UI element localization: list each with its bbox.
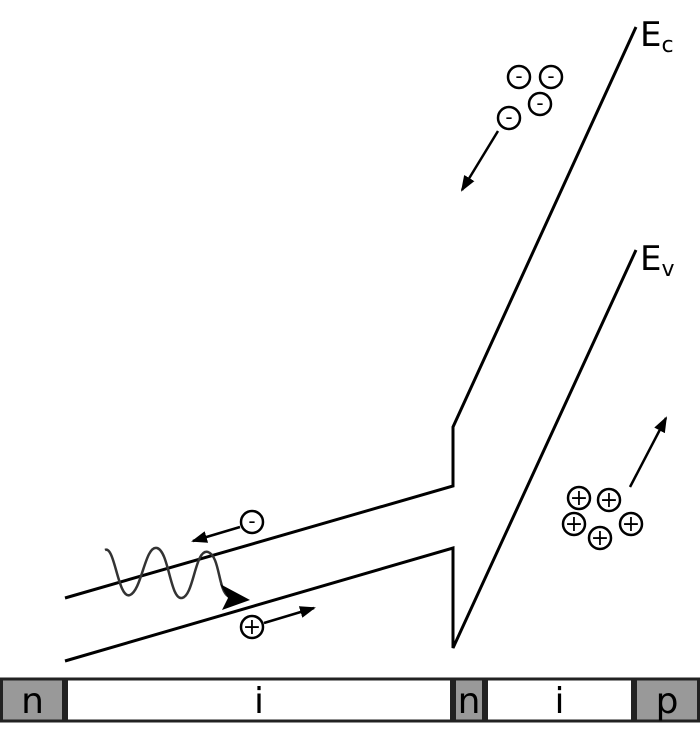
- svg-text:+: +: [570, 486, 588, 511]
- layer-n: n: [453, 677, 485, 723]
- hole: +: [566, 485, 592, 511]
- svg-text:-: -: [536, 91, 543, 115]
- conduction-band-edge: [64, 26, 638, 600]
- electron: -: [506, 64, 532, 90]
- hole-arrow: [263, 606, 316, 625]
- layer-i: i: [65, 677, 453, 723]
- svg-text:+: +: [622, 512, 640, 537]
- hole: +: [587, 525, 613, 551]
- layer-i: i: [485, 677, 634, 723]
- svg-text:+: +: [565, 512, 583, 537]
- electron: -: [496, 105, 522, 131]
- svg-text:-: -: [515, 64, 522, 88]
- photon-wave: [104, 546, 229, 600]
- hole: +: [561, 511, 587, 537]
- electron: -: [538, 64, 564, 90]
- hole: +: [618, 511, 644, 537]
- valence-band-edge: [64, 249, 638, 663]
- layer-n: n: [0, 677, 65, 723]
- hole: +: [596, 487, 622, 513]
- layer-p: p: [634, 677, 700, 723]
- svg-text:+: +: [600, 488, 618, 513]
- svg-text:+: +: [243, 615, 261, 640]
- svg-text:i: i: [254, 681, 264, 722]
- svg-text:n: n: [458, 681, 481, 722]
- svg-text:n: n: [21, 681, 44, 722]
- svg-text:-: -: [505, 105, 512, 129]
- electron-drift-arrow: [460, 130, 500, 192]
- electron: -: [239, 509, 265, 535]
- electron-arrow: [191, 525, 241, 543]
- conduction-band-label: Ec: [640, 15, 674, 58]
- svg-text:p: p: [656, 681, 679, 722]
- valence-band-label: Ev: [640, 239, 675, 282]
- hole: +: [239, 614, 265, 640]
- svg-text:-: -: [547, 64, 554, 88]
- photon-arrowhead: [220, 584, 250, 610]
- svg-text:+: +: [591, 526, 609, 551]
- svg-text:i: i: [554, 681, 564, 722]
- electron: -: [527, 91, 553, 117]
- svg-text:-: -: [248, 509, 255, 533]
- hole-drift-arrow: [628, 416, 668, 488]
